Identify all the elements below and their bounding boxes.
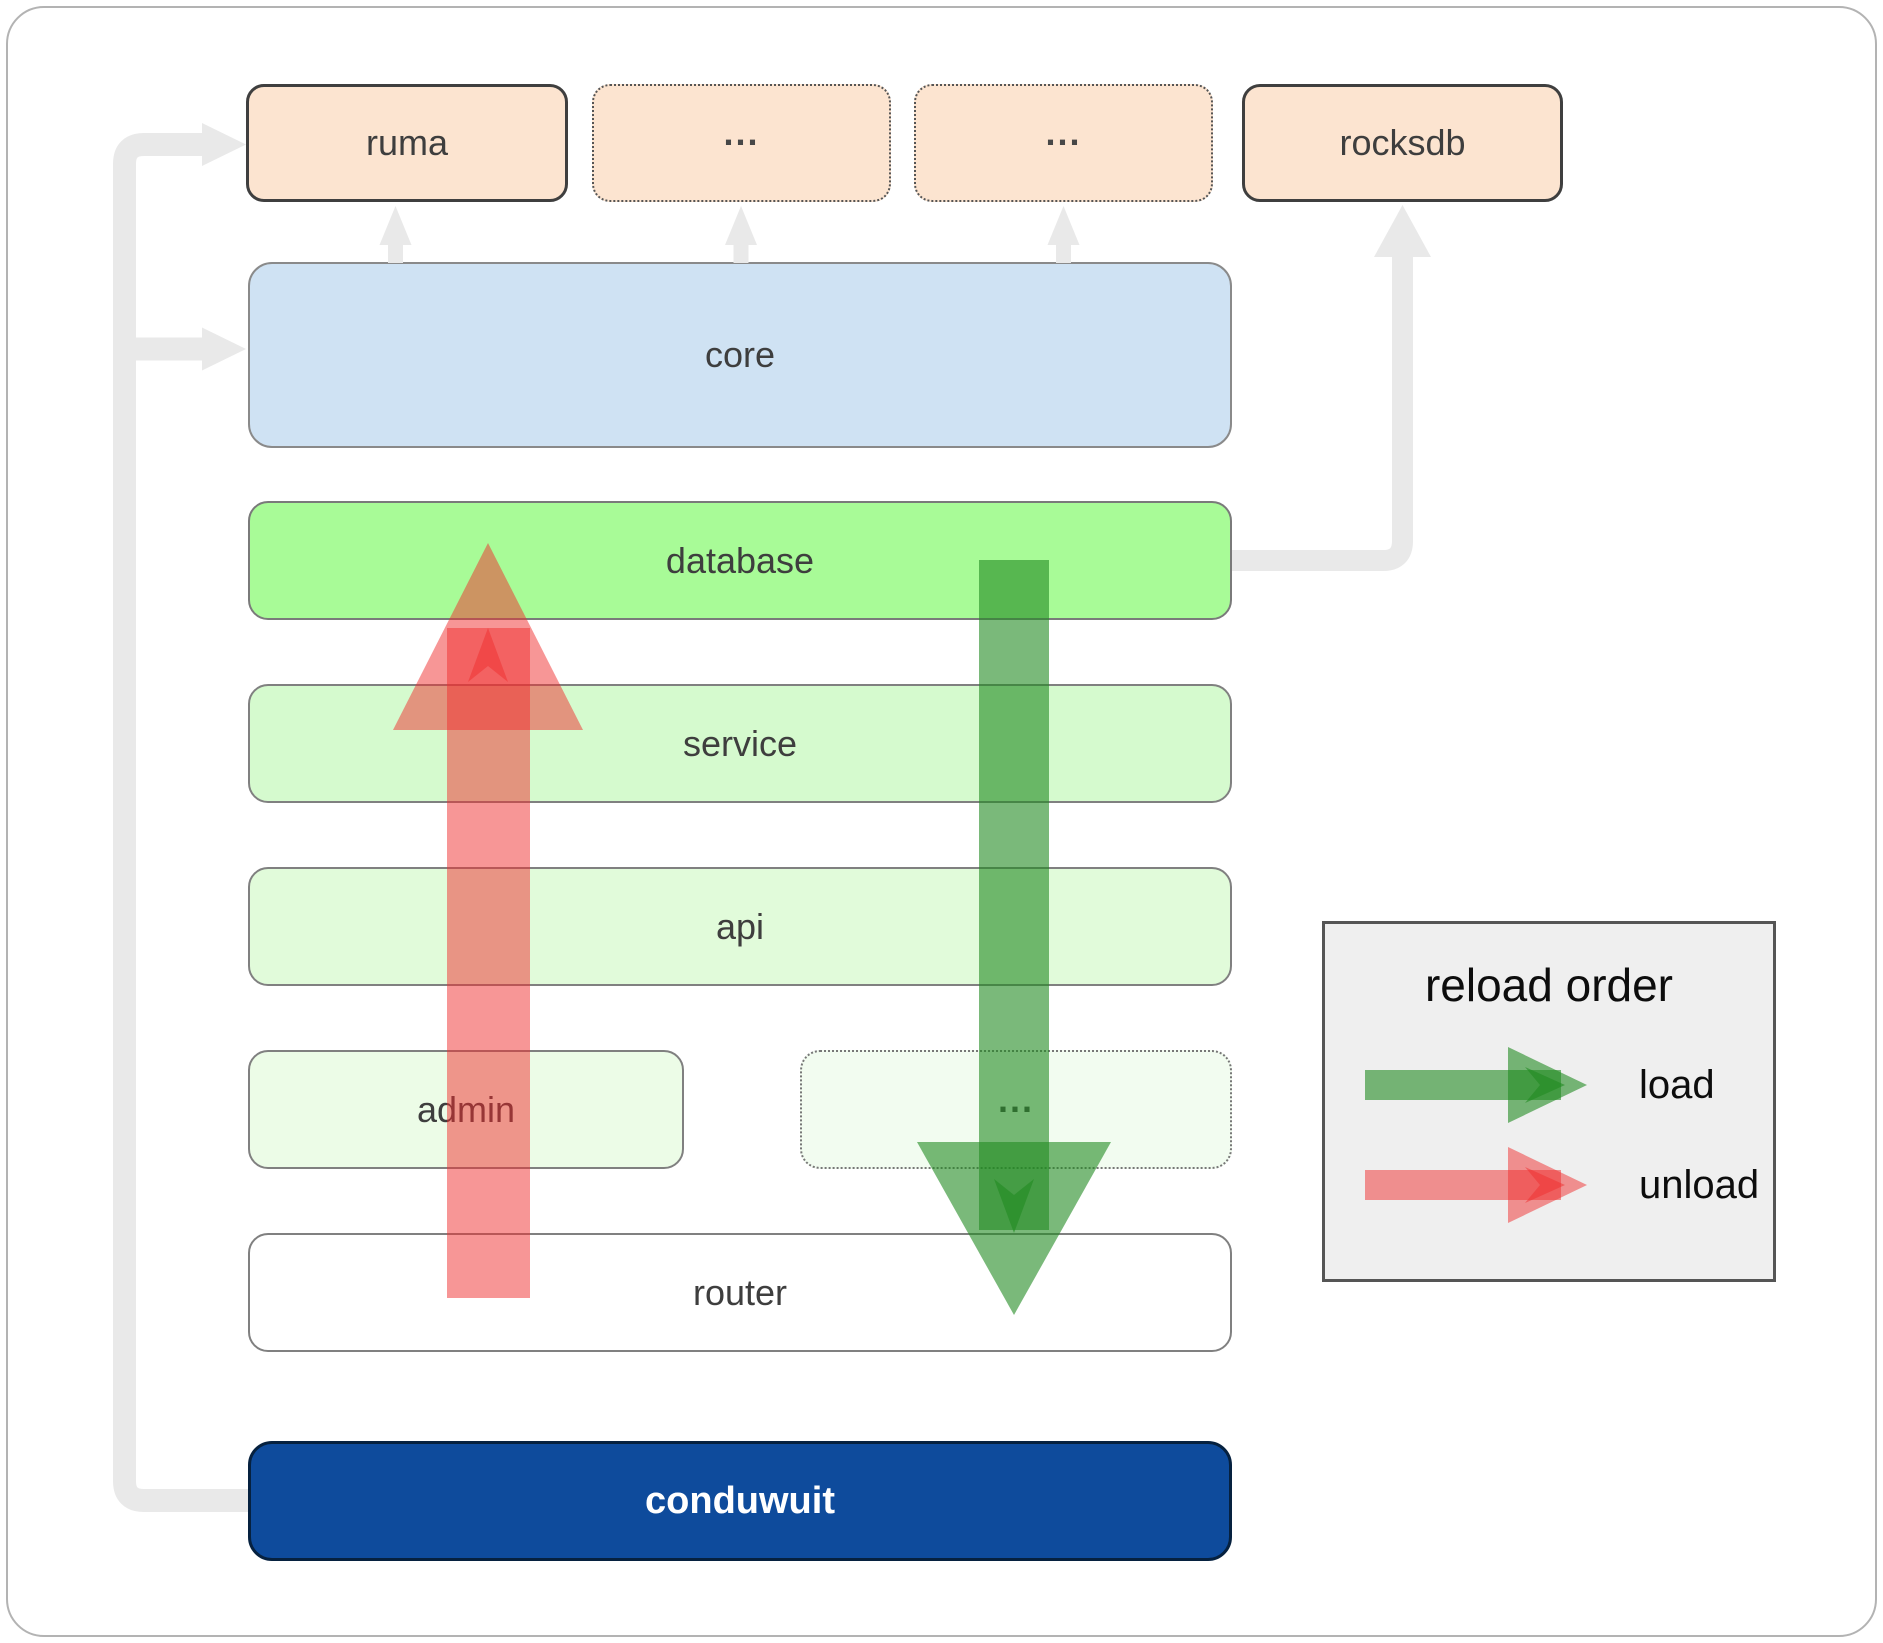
box-core: core: [248, 262, 1232, 448]
box-other-dependency-1: ...: [592, 84, 891, 202]
connector-conduwuit-to-deps: [113, 123, 248, 1512]
legend-row-load: load: [1365, 1045, 1715, 1125]
box-database-label: database: [665, 539, 815, 581]
legend-row-unload: unload: [1365, 1145, 1759, 1225]
box-other-service-label: ...: [997, 1078, 1034, 1120]
box-ruma: ruma: [246, 84, 568, 202]
box-admin: admin: [248, 1050, 684, 1169]
legend-load-label: load: [1639, 1062, 1715, 1107]
box-database: database: [248, 501, 1232, 620]
box-ruma-label: ruma: [365, 122, 449, 163]
load-arrow-icon: [1365, 1047, 1587, 1123]
box-admin-label: admin: [416, 1088, 516, 1130]
box-api-label: api: [715, 905, 765, 947]
box-rocksdb-label: rocksdb: [1339, 122, 1466, 163]
box-service: service: [248, 684, 1232, 803]
connector-core-to-dependencies: [379, 206, 1080, 263]
legend-reload-order: reload order load unload: [1322, 921, 1776, 1282]
unload-arrow-icon: [1365, 1147, 1587, 1223]
box-other-dependency-2: ...: [914, 84, 1213, 202]
box-core-label: core: [704, 334, 776, 375]
box-api: api: [248, 867, 1232, 986]
gray-arrowhead-into-ruma: [202, 123, 246, 166]
box-router-label: router: [692, 1271, 788, 1313]
box-other-service: ...: [800, 1050, 1232, 1169]
diagram-frame: [6, 6, 1877, 1637]
gray-arrowhead-into-core: [202, 327, 246, 371]
box-other-dependency-2-label: ...: [1045, 112, 1082, 153]
legend-title: reload order: [1424, 959, 1674, 1011]
gray-arrowhead-into-rocksdb: [1374, 205, 1431, 257]
box-service-label: service: [682, 722, 798, 764]
box-other-dependency-1-label: ...: [723, 112, 760, 153]
box-conduwuit-label: conduwuit: [645, 1479, 835, 1522]
box-rocksdb: rocksdb: [1242, 84, 1563, 202]
box-router: router: [248, 1233, 1232, 1352]
connector-database-to-rocksdb: [1232, 205, 1431, 571]
legend-unload-label: unload: [1639, 1162, 1760, 1207]
box-conduwuit: conduwuit: [248, 1441, 1232, 1561]
